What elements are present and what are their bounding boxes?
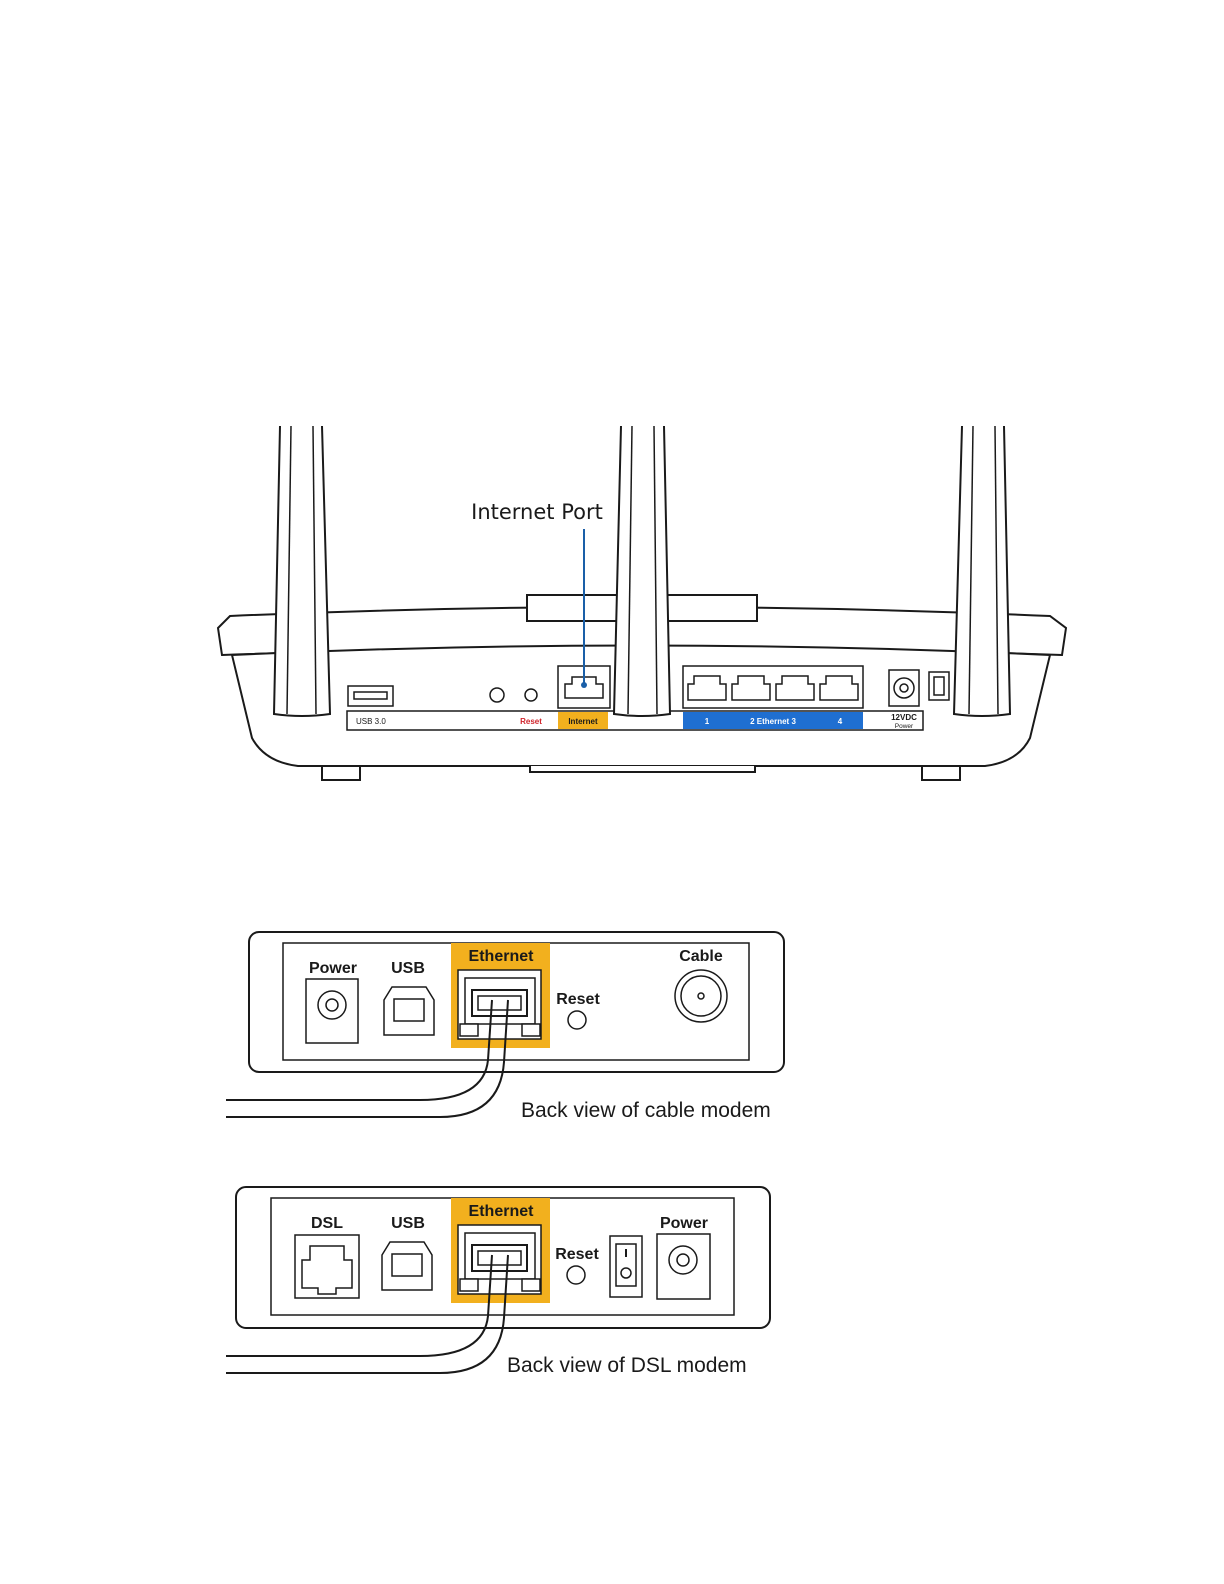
antenna-left-ridge-2 — [312, 425, 317, 715]
dsl-label-power: Power — [660, 1215, 708, 1232]
router-label-reset: Reset — [520, 717, 542, 726]
cable-power-jack-pin — [325, 998, 339, 1012]
lan-label-highlight — [683, 712, 863, 729]
dsl-reset-button — [566, 1265, 586, 1285]
cable-modem-illustration — [248, 931, 785, 1073]
dsl-modem-caption: Back view of DSL modem — [507, 1354, 747, 1377]
dsl-modem-illustration — [235, 1186, 771, 1329]
antenna-right-ridge-2 — [994, 425, 999, 715]
antenna-right — [952, 425, 1012, 717]
antenna-center-ridge-2 — [653, 425, 658, 715]
lan-socket-1 — [687, 675, 727, 701]
antenna-center — [612, 425, 672, 717]
router-label-power-bottom: Power — [895, 723, 914, 730]
cable-coax-pin — [697, 992, 705, 1000]
router-label-power-top: 12VDC — [891, 713, 917, 722]
dsl-label-reset: Reset — [555, 1246, 599, 1263]
dsl-ethernet-led-right — [521, 1278, 541, 1292]
dsl-label-usb: USB — [391, 1215, 425, 1232]
router-label-internet: Internet — [568, 717, 598, 726]
lan-socket-4 — [819, 675, 859, 701]
router-wps-button — [489, 687, 505, 703]
cable-modem-ethernet-cable — [226, 999, 509, 1118]
router-label-usb: USB 3.0 — [356, 717, 386, 726]
cable-ethernet-led-left — [459, 1023, 479, 1037]
internet-port-callout-dot — [581, 682, 587, 688]
cable-usb-port-inner — [393, 998, 425, 1022]
internet-port-callout: Internet Port — [471, 500, 603, 524]
dsl-label-dsl: DSL — [311, 1215, 343, 1232]
cable-ethernet-led-right — [521, 1023, 541, 1037]
router-antennas — [272, 425, 1012, 717]
dsl-usb-port-inner — [391, 1253, 423, 1277]
router-foot-right — [921, 765, 961, 781]
dsl-modem-ethernet-cable — [226, 1254, 509, 1374]
antenna-left-ridge — [286, 425, 292, 715]
antenna-right-ridge — [968, 425, 974, 715]
dsl-ethernet-led-left — [459, 1278, 479, 1292]
router-label-lan1: 1 — [705, 717, 710, 726]
internet-label-highlight — [558, 712, 608, 729]
router-power-components — [888, 669, 950, 707]
router-power-switch-rocker — [933, 676, 945, 696]
cable-label-reset: Reset — [556, 991, 600, 1008]
lan-socket-3 — [775, 675, 815, 701]
router-reset-button — [524, 688, 538, 702]
antenna-left — [272, 425, 332, 717]
cable-modem-caption: Back view of cable modem — [521, 1099, 771, 1122]
router-power-jack-pin — [899, 683, 909, 693]
router-usb-port-inner — [353, 691, 388, 700]
router-label-lan-mid: 2 Ethernet 3 — [750, 717, 796, 726]
dsl-power-switch-circle — [620, 1267, 632, 1279]
dsl-label-ethernet: Ethernet — [469, 1203, 535, 1220]
cable-reset-button — [567, 1010, 587, 1030]
router-base-notch — [529, 766, 756, 773]
router-lan-sockets — [687, 675, 859, 701]
cable-label-cable: Cable — [679, 948, 723, 965]
cable-label-ethernet: Ethernet — [469, 948, 535, 965]
router-label-lan4: 4 — [838, 717, 843, 726]
cable-label-power: Power — [309, 960, 357, 977]
dsl-power-jack-pin — [676, 1253, 690, 1267]
router-foot-left — [321, 765, 361, 781]
cable-label-usb: USB — [391, 960, 425, 977]
dsl-port-socket — [301, 1245, 353, 1295]
antenna-center-ridge — [627, 425, 633, 715]
dsl-ethernet-plug-tip — [477, 1250, 522, 1266]
cable-ethernet-plug-tip — [477, 995, 522, 1011]
lan-socket-2 — [731, 675, 771, 701]
